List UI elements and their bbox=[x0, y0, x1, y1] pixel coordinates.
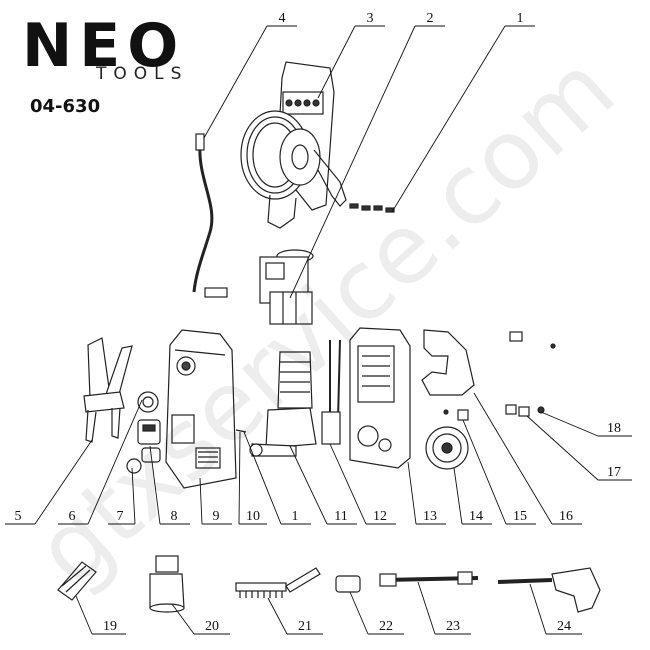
callout-number-11: 11 bbox=[334, 509, 347, 524]
control-knob bbox=[137, 391, 159, 413]
power-cable bbox=[321, 339, 341, 445]
foam-bottle bbox=[149, 555, 185, 613]
callout-leader bbox=[407, 461, 417, 525]
callout-number-13: 13 bbox=[423, 509, 437, 524]
callout-number-6: 6 bbox=[69, 509, 76, 524]
power-switch bbox=[137, 419, 161, 445]
spray-gun bbox=[497, 567, 601, 613]
callout-number-10: 10 bbox=[246, 509, 260, 524]
front-housing bbox=[165, 329, 237, 489]
callout-number-1: 1 bbox=[517, 11, 524, 26]
nozzle bbox=[57, 561, 97, 601]
callout-leader bbox=[453, 467, 463, 525]
callout-leader bbox=[540, 411, 599, 437]
callout-leader bbox=[473, 392, 553, 525]
callout-leader bbox=[243, 431, 282, 525]
callout-leader bbox=[391, 25, 506, 213]
callout-number-5: 5 bbox=[15, 509, 22, 524]
callout-number-17: 17 bbox=[607, 465, 621, 480]
callout-number-1: 1 bbox=[292, 509, 299, 524]
brush bbox=[235, 567, 321, 598]
brand-logo: NEO bbox=[22, 11, 186, 81]
callout-leader bbox=[417, 581, 436, 635]
brand-logo-subtitle: TOOLS bbox=[96, 64, 189, 84]
callout-number-19: 19 bbox=[103, 619, 117, 634]
callout-number-16: 16 bbox=[559, 509, 573, 524]
callout-number-2: 2 bbox=[427, 11, 434, 26]
wheel bbox=[425, 426, 469, 470]
callout-leader bbox=[203, 25, 268, 139]
screw-set bbox=[349, 203, 395, 213]
callout-number-24: 24 bbox=[557, 619, 571, 634]
pump-unit bbox=[259, 249, 314, 325]
callout-number-8: 8 bbox=[171, 509, 178, 524]
callout-leader bbox=[529, 583, 547, 635]
callout-leader bbox=[267, 597, 288, 635]
callout-leader bbox=[289, 445, 328, 525]
adapter bbox=[335, 575, 361, 593]
model-number: 04-630 bbox=[30, 96, 101, 117]
callout-leader bbox=[329, 443, 367, 525]
callout-number-14: 14 bbox=[469, 509, 483, 524]
callout-number-7: 7 bbox=[117, 509, 124, 524]
handle-assembly bbox=[421, 329, 556, 421]
rear-housing bbox=[349, 327, 411, 469]
callout-leader bbox=[289, 25, 416, 299]
high-pressure-hose bbox=[192, 133, 228, 298]
callout-leader bbox=[171, 603, 195, 635]
callout-leader bbox=[199, 477, 203, 525]
callout-number-23: 23 bbox=[446, 619, 460, 634]
callout-leader bbox=[34, 439, 93, 525]
callout-leader bbox=[131, 467, 136, 525]
support-frame bbox=[83, 337, 133, 443]
callout-number-22: 22 bbox=[379, 619, 393, 634]
callout-number-21: 21 bbox=[298, 619, 312, 634]
callout-leader bbox=[317, 25, 356, 99]
callout-leader bbox=[526, 415, 599, 481]
callout-number-20: 20 bbox=[205, 619, 219, 634]
screw bbox=[235, 429, 247, 433]
callout-leader bbox=[238, 431, 241, 525]
callout-leader bbox=[149, 445, 161, 525]
callout-number-9: 9 bbox=[213, 509, 220, 524]
hose-reel bbox=[240, 61, 347, 229]
callout-leader bbox=[462, 419, 507, 525]
lance bbox=[379, 571, 479, 587]
callout-number-18: 18 bbox=[607, 421, 621, 436]
callout-leader bbox=[75, 595, 93, 635]
callout-number-3: 3 bbox=[367, 11, 374, 26]
callout-number-15: 15 bbox=[513, 509, 527, 524]
callout-leader bbox=[349, 591, 369, 635]
callout-leader bbox=[87, 399, 143, 525]
callout-number-12: 12 bbox=[373, 509, 387, 524]
callout-number-4: 4 bbox=[279, 11, 286, 26]
motor-assembly bbox=[249, 351, 317, 457]
